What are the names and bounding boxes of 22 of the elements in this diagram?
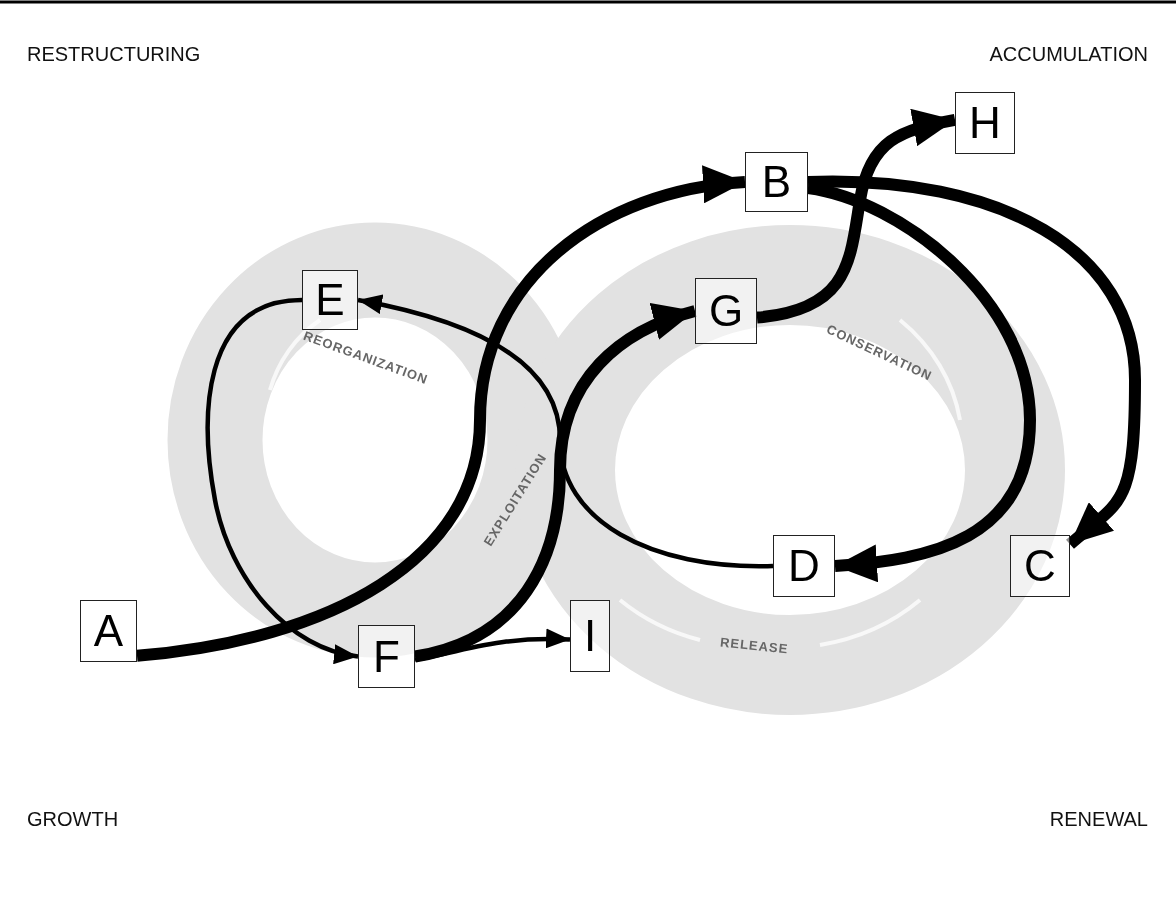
phase-label: RELEASE [719,634,789,657]
letter-box: G [695,278,757,344]
arrow [357,294,773,569]
arrow [414,628,571,662]
arrow [205,297,359,663]
letter-box: H [955,92,1015,154]
letter-box: B [745,152,808,212]
letter-box: D [773,535,835,597]
letter-box: A [80,600,137,662]
corner-label: ACCUMULATION [989,43,1148,66]
arrow [808,175,1141,549]
corner-label: GROWTH [27,808,119,831]
letter-box: C [1010,535,1070,597]
arrow [756,109,957,324]
letter-box: I [570,600,610,672]
corner-label: RENEWAL [1049,808,1148,831]
corner-label: RESTRUCTURING [27,43,201,66]
arrow [413,304,697,663]
letter-box: E [302,270,358,330]
arrow [806,182,1036,582]
letter-box: F [358,625,415,688]
arrow [136,167,746,662]
